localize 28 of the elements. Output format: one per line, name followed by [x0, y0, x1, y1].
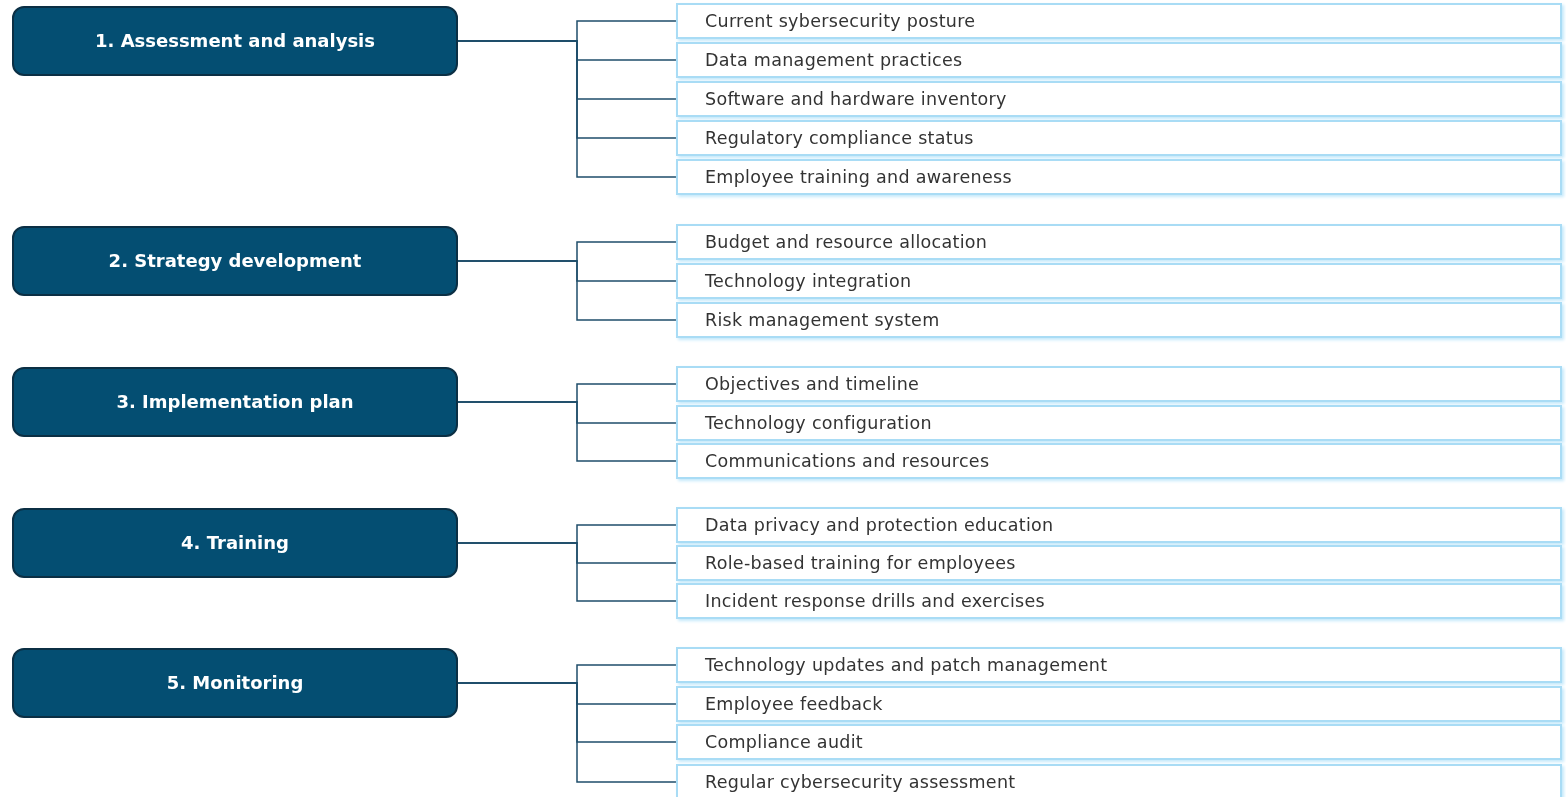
- item-box: Data management practices: [676, 42, 1562, 78]
- connector-line: [457, 260, 677, 321]
- connector-line: [457, 401, 677, 462]
- item-box: Data privacy and protection education: [676, 507, 1562, 543]
- item-box: Budget and resource allocation: [676, 224, 1562, 260]
- item-box: Communications and resources: [676, 443, 1562, 479]
- item-box: Risk management system: [676, 302, 1562, 338]
- phase-box: 4. Training: [12, 508, 458, 578]
- item-box: Role-based training for employees: [676, 545, 1562, 581]
- item-box: Incident response drills and exercises: [676, 583, 1562, 619]
- item-box: Current sybersecurity posture: [676, 3, 1562, 39]
- item-box: Technology configuration: [676, 405, 1562, 441]
- item-box: Regular cybersecurity assessment: [676, 764, 1562, 797]
- phase-box: 1. Assessment and analysis: [12, 6, 458, 76]
- connector-line: [457, 682, 677, 783]
- item-box: Compliance audit: [676, 724, 1562, 760]
- phase-box: 5. Monitoring: [12, 648, 458, 718]
- phase-box: 2. Strategy development: [12, 226, 458, 296]
- phase-box: 3. Implementation plan: [12, 367, 458, 437]
- item-box: Technology updates and patch management: [676, 647, 1562, 683]
- connector-line: [457, 542, 677, 602]
- item-box: Employee training and awareness: [676, 159, 1562, 195]
- item-box: Employee feedback: [676, 686, 1562, 722]
- item-box: Software and hardware inventory: [676, 81, 1562, 117]
- item-box: Objectives and timeline: [676, 366, 1562, 402]
- item-box: Regulatory compliance status: [676, 120, 1562, 156]
- item-box: Technology integration: [676, 263, 1562, 299]
- connector-line: [457, 40, 677, 178]
